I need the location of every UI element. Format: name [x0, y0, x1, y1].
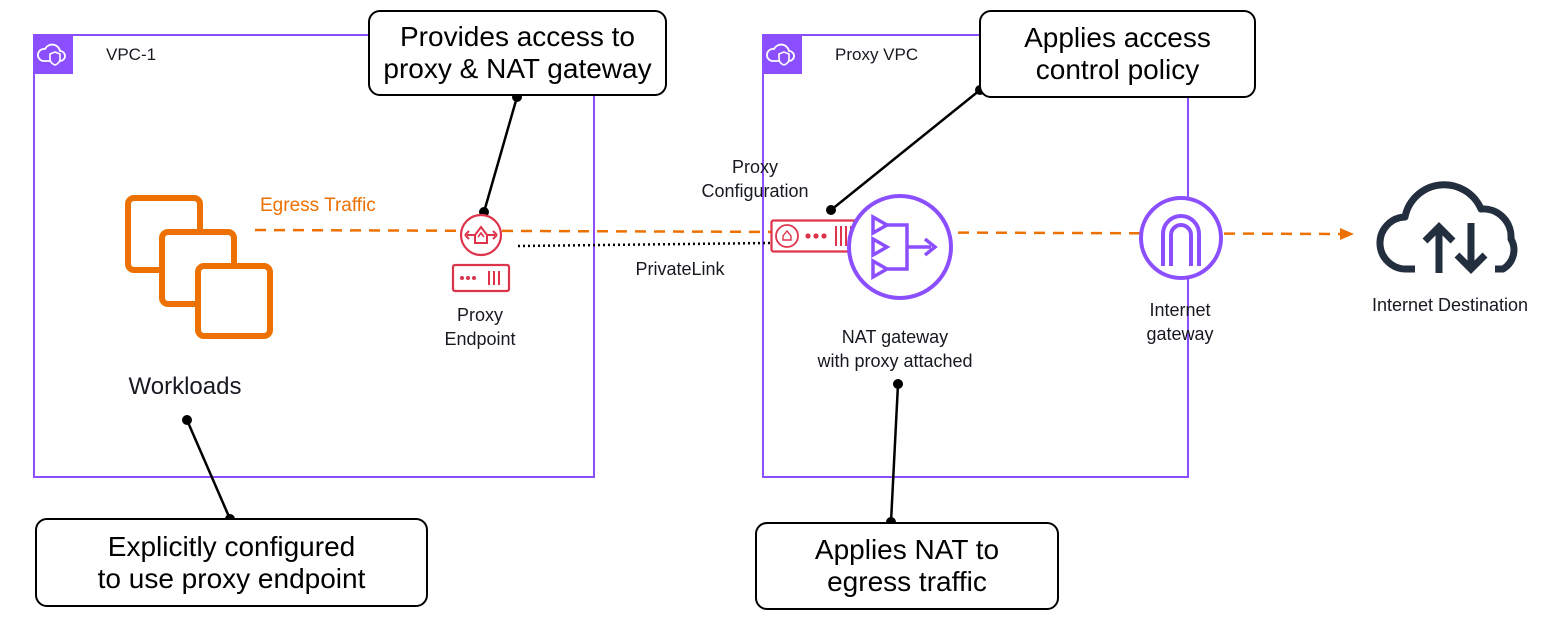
vpc-cloud-shield-icon: [33, 34, 73, 74]
callout-access-control-line2: control policy: [1035, 54, 1200, 85]
vpc-cloud-shield-icon: [762, 34, 802, 74]
callout-proxy-access-line1: Provides access to: [400, 21, 635, 52]
proxy-endpoint-label-line2: Endpoint: [444, 329, 516, 349]
privatelink-line: [517, 241, 771, 248]
internet-destination-label: Internet Destination: [1371, 295, 1529, 315]
internet-gateway-label-line1: Internet: [1149, 300, 1211, 320]
leader-workloads: [185, 419, 232, 520]
proxy-configuration-label: Proxy Configuration: [680, 155, 830, 203]
nat-gateway-icon: [845, 192, 955, 302]
callout-access-control: Applies access control policy: [979, 10, 1256, 98]
callout-explicit-config: Explicitly configured to use proxy endpo…: [35, 518, 428, 607]
callout-access-control-line1: Applies access: [1024, 22, 1211, 53]
callout-explicit-config-line2: to use proxy endpoint: [97, 562, 366, 594]
egress-arrowhead: [1340, 228, 1354, 240]
proxy-configuration-label-line2: Configuration: [701, 181, 809, 201]
leader-nat: [889, 383, 900, 523]
proxy-endpoint-icon: [443, 210, 519, 296]
privatelink-label: PrivateLink: [635, 259, 725, 279]
leader-access-control: [830, 89, 981, 211]
workloads-instances-icon: [122, 192, 278, 340]
callout-apply-nat-line2: egress traffic: [827, 566, 987, 597]
callout-apply-nat: Applies NAT to egress traffic: [755, 522, 1059, 610]
internet-cloud-icon: [1375, 177, 1535, 277]
proxy-vpc-label: Proxy VPC: [835, 45, 919, 64]
nat-gateway-label: NAT gateway with proxy attached: [780, 325, 1010, 373]
vpc-1-container: [33, 34, 595, 478]
internet-gateway-label: Internet gateway: [1120, 298, 1240, 346]
internet-gateway-icon: [1137, 194, 1225, 282]
nat-gateway-label-line2: with proxy attached: [817, 351, 973, 371]
callout-apply-nat-line1: Applies NAT to: [814, 534, 1000, 565]
vpc-1-label: VPC-1: [106, 45, 157, 64]
callout-proxy-access: Provides access to proxy & NAT gateway: [368, 10, 667, 96]
callout-proxy-access-line2: proxy & NAT gateway: [383, 53, 652, 84]
nat-gateway-label-line1: NAT gateway: [841, 327, 949, 347]
egress-traffic-label: Egress Traffic: [260, 195, 376, 216]
proxy-endpoint-label: Proxy Endpoint: [420, 303, 540, 351]
leader-proxy-access: [482, 96, 519, 213]
workloads-label: Workloads: [128, 373, 242, 400]
proxy-configuration-label-line1: Proxy: [731, 157, 778, 177]
internet-gateway-label-line2: gateway: [1146, 324, 1214, 344]
proxy-configuration-icon: [770, 219, 860, 253]
proxy-endpoint-label-line1: Proxy: [456, 305, 503, 325]
callout-explicit-config-line1: Explicitly configured: [107, 530, 356, 562]
